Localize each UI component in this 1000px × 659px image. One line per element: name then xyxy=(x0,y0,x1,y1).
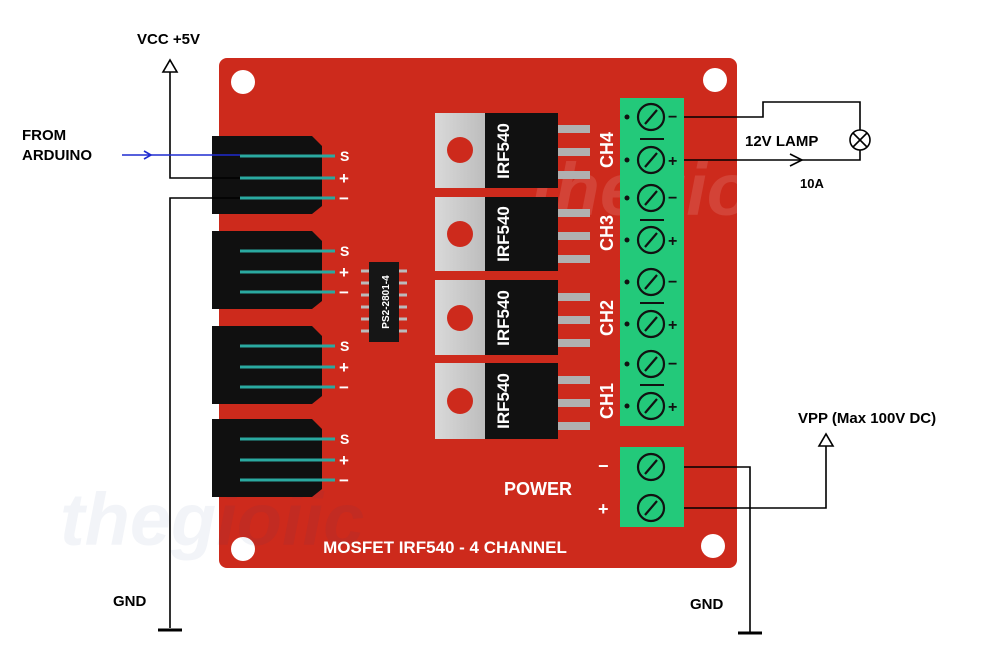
lamp-icon xyxy=(849,129,871,151)
terminal-sign: + xyxy=(668,233,677,250)
mosfet-ch3: IRF540 xyxy=(435,197,590,271)
channel-label-ch3: CH3 xyxy=(597,215,617,251)
mounting-hole xyxy=(231,70,255,94)
gnd-wire-right xyxy=(684,466,751,633)
terminal-sign: − xyxy=(668,109,677,126)
optocoupler-chip: PS2-2801-4 xyxy=(361,262,407,342)
terminal-sign: + xyxy=(668,399,677,416)
mosfet-label: IRF540 xyxy=(494,206,513,262)
pin-label-minus: − xyxy=(339,378,349,397)
arduino-arrow-icon xyxy=(143,150,153,160)
mounting-hole xyxy=(701,534,725,558)
pin-label-plus: + xyxy=(339,358,349,377)
power-label: POWER xyxy=(504,479,572,499)
pin-label-plus: + xyxy=(339,451,349,470)
lamp-wire-negative xyxy=(684,101,861,130)
mounting-hole xyxy=(231,537,255,561)
terminal-sign: − xyxy=(668,356,677,373)
mosfet-label: IRF540 xyxy=(494,290,513,346)
pin-label-minus: − xyxy=(339,471,349,490)
header-3 xyxy=(212,326,335,404)
mosfet-ch4: IRF540 xyxy=(435,113,590,188)
pin-label-s: S xyxy=(340,148,349,164)
vcc-arrow-icon xyxy=(161,58,179,73)
header-pin-labels: S + − S + − S + − S + − xyxy=(339,148,349,490)
pin-label-minus: − xyxy=(339,189,349,208)
vpp-label: VPP (Max 100V DC) xyxy=(798,410,936,427)
from-arduino-label: FROM xyxy=(22,127,66,144)
lamp-label: 12V LAMP xyxy=(745,133,818,150)
channel-label-ch2: CH2 xyxy=(597,300,617,336)
header-4 xyxy=(212,419,335,497)
from-arduino-label: ARDUINO xyxy=(22,147,92,164)
channel-label-ch4: CH4 xyxy=(597,132,617,168)
mosfets: IRF540 IRF540 IRF540 IRF540 xyxy=(435,113,590,439)
current-label: 10A xyxy=(800,176,824,191)
mosfet-label: IRF540 xyxy=(494,123,513,179)
power-sign-minus: − xyxy=(598,456,609,476)
gnd-label-right: GND xyxy=(690,596,724,613)
power-sign-plus: + xyxy=(598,499,609,519)
terminal-sign: + xyxy=(668,317,677,334)
mosfet-ch1: IRF540 xyxy=(435,363,590,439)
terminal-sign: − xyxy=(668,274,677,291)
pin-label-minus: − xyxy=(339,283,349,302)
current-arrow-icon xyxy=(789,153,804,167)
terminal-sign: − xyxy=(668,190,677,207)
pin-label-plus: + xyxy=(339,263,349,282)
ic-chip-label: PS2-2801-4 xyxy=(381,275,392,329)
power-terminal-block: − + xyxy=(598,447,684,527)
pin-label-s: S xyxy=(340,431,349,447)
pin-label-plus: + xyxy=(339,169,349,188)
wires xyxy=(158,72,861,635)
board-title: MOSFET IRF540 - 4 CHANNEL xyxy=(323,538,567,557)
vpp-arrow-icon xyxy=(817,432,835,447)
vcc-label: VCC +5V xyxy=(137,31,200,48)
pin-label-s: S xyxy=(340,243,349,259)
gnd-wire-left xyxy=(169,197,240,628)
vpp-wire xyxy=(684,446,827,509)
terminal-sign: + xyxy=(668,153,677,170)
pin-label-s: S xyxy=(340,338,349,354)
header-1 xyxy=(212,136,335,214)
header-2 xyxy=(212,231,335,309)
output-terminal-block: − + − + − + − + xyxy=(620,98,684,426)
mosfet-label: IRF540 xyxy=(494,373,513,429)
lamp-wire-positive xyxy=(684,150,861,161)
channel-label-ch1: CH1 xyxy=(597,383,617,419)
gnd-label-left: GND xyxy=(113,593,147,610)
mosfet-ch2: IRF540 xyxy=(435,280,590,355)
mounting-hole xyxy=(703,68,727,92)
vcc-wire xyxy=(169,72,240,179)
